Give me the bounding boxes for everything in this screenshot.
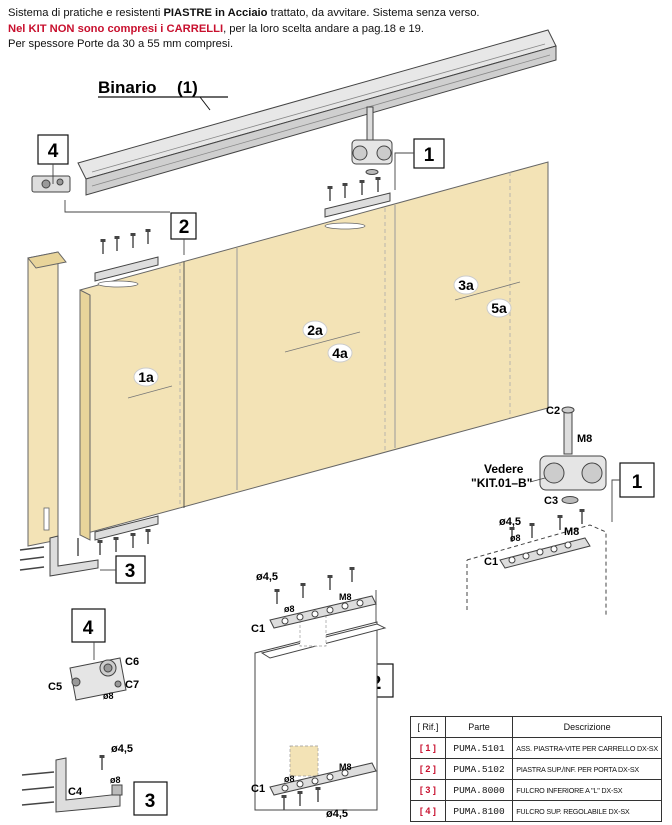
header-line-1-a: Sistema di pratiche e resistenti: [8, 7, 164, 19]
label-c3: C3: [544, 495, 558, 507]
callout-box-3-bottom: [133, 781, 168, 816]
left-side-panel: [27, 251, 67, 547]
row-ref: [ 4 ]: [410, 800, 446, 822]
row-ref: [ 3 ]: [410, 779, 446, 801]
header-line-1-c: trattato, da avvitare. Sistema senza ver…: [267, 7, 480, 19]
callout-label-3-bottom: 3: [145, 791, 156, 812]
panel-5a-badge: [486, 298, 512, 318]
row-code: PUMA.8000: [444, 779, 514, 801]
callout-box-1-right: [619, 462, 655, 498]
rail-label-leader: [199, 96, 211, 111]
panel-5a-label: 5a: [491, 300, 507, 316]
label-c1-bottom-bottom: C1: [251, 783, 265, 795]
header-line-1-bold: PIASTRE in Acciaio: [163, 7, 268, 19]
top-plate-left: [94, 228, 159, 288]
parts-header-description: Descrizione: [512, 716, 662, 738]
label-phi8-bottom-top: ø8: [284, 604, 295, 614]
label-phi45-bottom-bottom: ø4,5: [326, 808, 348, 820]
label-phi8-bottom-bottom: ø8: [284, 774, 295, 784]
panel-1a-badge: [133, 367, 159, 387]
callout-label-1-top: 1: [424, 145, 435, 166]
label-c5: C5: [48, 681, 62, 693]
callout-box-1-top: [413, 138, 445, 169]
row-description: ASS. PIASTRA-VITE PER CARRELLO DX-SX: [512, 737, 662, 759]
label-phi8-fulcrum-4: ø8: [103, 691, 114, 701]
row-code: PUMA.8100: [444, 800, 514, 822]
row-ref: [ 1 ]: [410, 737, 446, 759]
header-line-2-b: , per la loro scelta andare a pag.18 e 1…: [223, 22, 424, 35]
callout-box-4-top: [37, 134, 69, 165]
table-row: [ 1 ] PUMA.5101 ASS. PIASTRA-VITE PER CA…: [410, 737, 662, 759]
trolley-top: [351, 106, 393, 175]
detail-right-door: [466, 524, 607, 615]
header-line-3: Per spessore Porte da 30 a 55 mm compres…: [8, 38, 234, 50]
detail-fulcrum-3: [21, 754, 123, 813]
label-phi8-right: ø8: [510, 533, 521, 543]
callout-label-4-top: 4: [48, 141, 59, 162]
row-description: FULCRO SUP. REGOLABILE DX-SX: [512, 800, 662, 822]
label-m8-right: M8: [577, 433, 592, 445]
parts-header-ref: [ Rif.]: [410, 716, 446, 738]
label-m8-right-plate: M8: [564, 526, 579, 538]
label-phi45-right: ø4,5: [499, 516, 521, 528]
bottom-fulcrum-small: [19, 535, 99, 577]
label-vedere-1: Vedere: [484, 462, 524, 476]
callout-box-4-bottom: [71, 608, 106, 643]
label-phi8-fulcrum-3: ø8: [110, 775, 121, 785]
label-phi45-bottom-top: ø4,5: [256, 571, 278, 583]
detail-bottom-bottom-plate: [269, 762, 377, 811]
row-ref: [ 2 ]: [410, 758, 446, 780]
label-phi45-fulcrum-3: ø4,5: [111, 743, 133, 755]
table-row: [ 3 ] PUMA.8000 FULCRO INFERIORE A "L" D…: [410, 779, 662, 801]
row-code: PUMA.5101: [444, 737, 514, 759]
parts-header-part: Parte: [444, 716, 514, 738]
top-fulcrum-small: [31, 175, 71, 193]
label-vedere-2: "KIT.01–B": [471, 476, 532, 490]
rail-label: Binario: [98, 78, 157, 97]
detail-right-plate: [499, 508, 591, 569]
panel-4a-label: 4a: [332, 345, 348, 361]
callout-label-4-bottom: 4: [83, 618, 94, 639]
label-m8-bottom-top: M8: [339, 592, 352, 602]
table-row: [ 2 ] PUMA.5102 PIASTRA SUP./INF. PER PO…: [410, 758, 662, 780]
row-code: PUMA.5102: [444, 758, 514, 780]
callout-label-1-right: 1: [632, 472, 643, 493]
panel-2a-label: 2a: [307, 322, 323, 338]
panel-3a-badge: [453, 275, 479, 295]
parts-table-header: [ Rif.] Parte Descrizione: [410, 716, 662, 738]
parts-table: [ Rif.] Parte Descrizione [ 1 ] PUMA.510…: [410, 716, 662, 822]
label-c1-right: C1: [484, 556, 498, 568]
rail-ref-label: (1): [177, 78, 198, 97]
panel-3a-label: 3a: [458, 277, 474, 293]
bottom-plate: [94, 515, 159, 556]
panel-2a-badge: [302, 320, 328, 340]
rail-track: [77, 29, 557, 196]
detail-right-trolley: [539, 406, 607, 504]
header-line-1: Sistema di pratiche e resistenti PIASTRE…: [8, 6, 658, 22]
row-description: PIASTRA SUP./INF. PER PORTA DX-SX: [512, 758, 662, 780]
detail-fulcrum-4: [69, 642, 127, 701]
callout-box-2-top: [170, 212, 197, 240]
label-c4: C4: [68, 786, 83, 798]
callout-label-3-left: 3: [125, 561, 136, 582]
label-c6: C6: [125, 656, 139, 668]
header-line-2-warning: Nel KIT NON sono compresi i CARRELLI: [8, 22, 224, 35]
panel-4a-badge: [327, 343, 353, 363]
door-panels: [79, 161, 549, 541]
label-m8-bottom-bottom: M8: [339, 762, 352, 772]
callout-label-2-top: 2: [179, 217, 190, 238]
header-text: Sistema di pratiche e resistenti PIASTRE…: [8, 6, 658, 53]
header-line-2: Nel KIT NON sono compresi i CARRELLI, pe…: [8, 22, 658, 38]
detail-bottom-top-plate: [269, 566, 377, 629]
top-plate-right: [324, 176, 391, 230]
vedere-leader: [529, 477, 546, 483]
callout-box-3-left: [115, 555, 146, 584]
label-c1-bottom-top: C1: [251, 623, 265, 635]
label-c7: C7: [125, 679, 139, 691]
row-description: FULCRO INFERIORE A "L" DX-SX: [512, 779, 662, 801]
table-row: [ 4 ] PUMA.8100 FULCRO SUP. REGOLABILE D…: [410, 800, 662, 822]
panel-1a-label: 1a: [138, 369, 154, 385]
label-c2: C2: [546, 405, 560, 417]
